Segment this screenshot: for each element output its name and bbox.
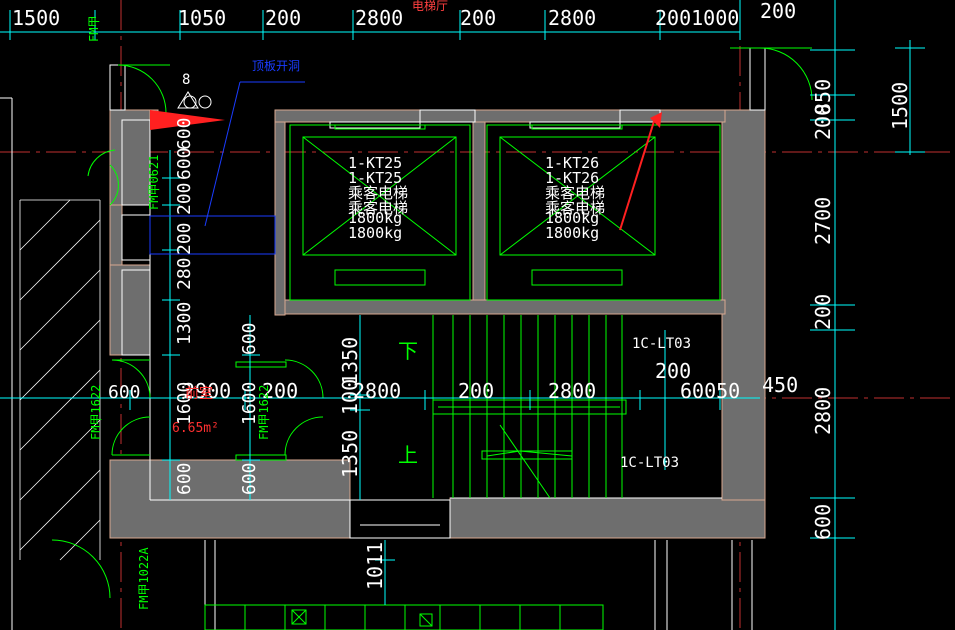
door-label: FM甲1622 [89, 385, 103, 440]
dim-text: 280 [174, 257, 195, 290]
dim-text: 600 [174, 462, 195, 495]
hatched-wall [19, 199, 101, 561]
red-markers [150, 110, 662, 231]
stair-label: 1C-LT03 [620, 455, 679, 471]
elevator-type: 乘客电梯 [545, 199, 605, 217]
area-value: 6.65m² [172, 421, 219, 436]
dim-text: 450 [762, 373, 798, 397]
dim-text: 2800 [548, 6, 596, 30]
left-dimension-texts: 600 600 200 200 280 1300 600 1600 600 16… [108, 117, 260, 495]
dim-text: 200 [811, 104, 835, 140]
door-label: FM甲1622 [257, 385, 271, 440]
dim-text: 1500 [12, 6, 60, 30]
area-label: 前室 [185, 385, 213, 402]
dim-text: 1300 [174, 302, 195, 345]
dim-text: 200 [655, 359, 691, 383]
door-label: FM甲1022A [137, 547, 151, 610]
dim-text: 200 [760, 0, 796, 23]
fixture-row [204, 604, 604, 630]
dim-text: 600 [174, 117, 195, 150]
elevator-1-labels: 1-KT25 1-KT25 乘客电梯 乘客电梯 1800kg 1800kg [348, 154, 408, 242]
dim-text: 200 [460, 6, 496, 30]
dim-text: 200 [262, 379, 298, 403]
dim-text: 850 [811, 79, 835, 115]
elevator-code: 1-KT26 [545, 154, 599, 172]
room-label: 电梯厅 [412, 0, 448, 13]
small-mark: 8 [182, 72, 190, 88]
dim-text: 1050 [178, 6, 226, 30]
dim-text: 200 [265, 6, 301, 30]
stair-down-label: 下 [398, 339, 418, 363]
dim-text: 600 [239, 462, 260, 495]
dim-text: 2001000 [655, 6, 739, 30]
elevator-load: 1800kg [545, 209, 599, 227]
annotation-text: 顶板开洞 [252, 59, 300, 73]
opening-annotation [149, 81, 305, 255]
elevator-code: 1-KT25 [348, 169, 402, 187]
dim-text: 1350 [338, 430, 362, 478]
dim-text: 200 [174, 222, 195, 255]
structure-lines [0, 47, 766, 630]
elevator-shafts [289, 124, 721, 301]
door-labels: FM甲0621 FM甲1622 FM甲1622 FM甲1022A FM甲 [87, 16, 271, 610]
elevator-code: 1-KT25 [348, 154, 402, 172]
elevator-load: 1800kg [348, 209, 402, 227]
dim-text: 1600 [239, 382, 260, 425]
dim-text: 2800 [353, 379, 401, 403]
dim-text: 2800 [548, 379, 596, 403]
dim-text: 1350 [338, 337, 362, 385]
dim-text: 1600 [174, 382, 195, 425]
dim-text: 1011 [363, 542, 387, 590]
elevator-type: 乘客电梯 [348, 199, 408, 217]
top-dimension-texts: 1500 1050 200 2800 200 2800 2001000 200 [12, 0, 796, 30]
dim-text: 2800 [811, 387, 835, 435]
stair-up-label: 上 [398, 443, 418, 467]
elevator-load: 1800kg [545, 224, 599, 242]
dim-text: 600 [239, 322, 260, 355]
right-dimension-texts: 850 200 1500 2700 200 2800 600 450 [762, 79, 912, 540]
dim-text: 1500 [888, 82, 912, 130]
doors [51, 47, 813, 599]
elevator-type: 乘客电梯 [348, 184, 408, 202]
door-label: FM甲 [87, 16, 101, 42]
dim-text: 2900 [183, 379, 231, 403]
stair-treads [432, 315, 627, 499]
middle-dimension-texts: 2900 200 2800 200 2800 200 60050 1350 10… [183, 337, 740, 590]
symbol-marks [177, 91, 212, 109]
dim-text: 600 [174, 147, 195, 180]
dimension-lines [0, 0, 925, 630]
dim-text: 600 [811, 504, 835, 540]
stair-label: 1C-LT03 [632, 336, 691, 352]
dim-text: 2700 [811, 197, 835, 245]
elevator-2-labels: 1-KT26 1-KT26 乘客电梯 乘客电梯 1800kg 1800kg [545, 154, 605, 242]
dim-text: 60050 [680, 379, 740, 403]
elevator-load: 1800kg [348, 224, 402, 242]
door-label: FM甲0621 [147, 155, 161, 210]
dim-text: 2800 [355, 6, 403, 30]
walls [109, 109, 766, 539]
dim-text: 200 [174, 182, 195, 215]
elevator-type: 乘客电梯 [545, 184, 605, 202]
elevator-code: 1-KT26 [545, 169, 599, 187]
dim-text: 200 [811, 294, 835, 330]
dim-text: 600 [108, 382, 141, 403]
dim-text: 100 [338, 379, 362, 415]
dim-text: 200 [458, 379, 494, 403]
